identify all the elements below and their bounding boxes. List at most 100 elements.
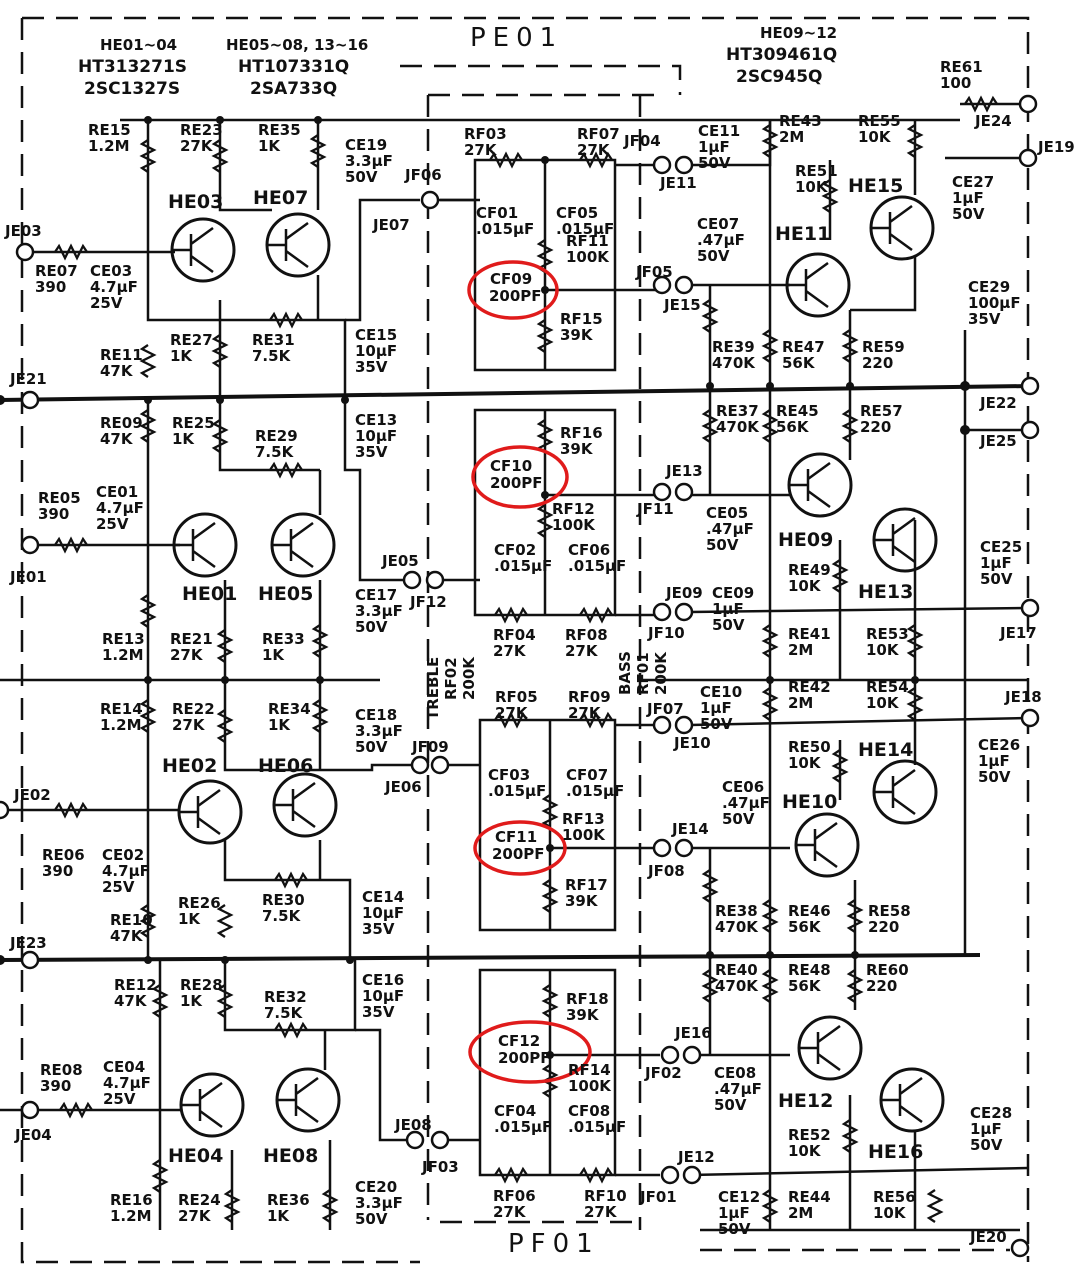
component-label: RE06 bbox=[42, 846, 85, 864]
component-label: RF17 bbox=[565, 876, 608, 894]
component-label: CE16 bbox=[362, 971, 404, 989]
component-label: 390 bbox=[35, 278, 66, 296]
component-label: 1K bbox=[268, 716, 291, 734]
component-label: JF03 bbox=[421, 1158, 459, 1176]
jack-label: JE25 bbox=[979, 432, 1017, 450]
component-label: JE07 bbox=[372, 216, 410, 234]
component-label: 3.3μF bbox=[355, 602, 403, 620]
component-label: RE21 bbox=[170, 630, 213, 648]
resistor-symbols bbox=[54, 95, 998, 1223]
jack-label: JE20 bbox=[969, 1228, 1007, 1246]
component-label: 50V bbox=[698, 154, 731, 172]
component-label: RE45 bbox=[776, 402, 819, 420]
component-label: RE51 bbox=[795, 162, 838, 180]
component-label: RE05 bbox=[38, 489, 81, 507]
component-label: CF04 bbox=[494, 1102, 536, 1120]
jack-label: JE19 bbox=[1037, 138, 1075, 156]
jack-label: JE22 bbox=[979, 394, 1017, 412]
jack-label: JE17 bbox=[999, 624, 1037, 642]
component-label: 27K bbox=[180, 137, 214, 155]
component-label: 100μF bbox=[968, 294, 1021, 312]
component-label: RE31 bbox=[252, 331, 295, 349]
component-label: JE08 bbox=[394, 1116, 432, 1134]
transistor-symbol-he12 bbox=[797, 1015, 863, 1081]
component-label: CE26 bbox=[978, 736, 1020, 754]
component-label: RF03 bbox=[464, 125, 507, 143]
component-label: 470K bbox=[716, 418, 760, 436]
component-label: 390 bbox=[42, 862, 73, 880]
component-label: 10K bbox=[866, 694, 900, 712]
transistor-symbol-he02 bbox=[177, 779, 243, 845]
component-label: 4.7μF bbox=[96, 499, 144, 517]
component-label: 1K bbox=[170, 347, 193, 365]
treble-ref: RF02 bbox=[442, 657, 460, 700]
component-label: 47K bbox=[110, 927, 144, 945]
header-type: 2SC1327S bbox=[84, 79, 180, 99]
component-label: 1K bbox=[258, 137, 281, 155]
header-type: 2SA733Q bbox=[250, 79, 337, 99]
transistor-symbol-he14 bbox=[872, 759, 938, 825]
component-label: .015μF bbox=[476, 220, 534, 238]
component-label: 1.2M bbox=[110, 1207, 152, 1225]
capacitor-ref: CF11 bbox=[495, 828, 537, 846]
component-label: RE16 bbox=[110, 1191, 153, 1209]
header-group-2: HE05~08, 13~16 HT107331Q 2SA733Q bbox=[226, 36, 368, 99]
component-label: 100K bbox=[552, 516, 596, 534]
component-label: JE11 bbox=[659, 174, 697, 192]
component-label: CE01 bbox=[96, 483, 138, 501]
tone-component-labels: RF0327KRF0727KCF01.015μFCF05.015μFRF1110… bbox=[464, 125, 627, 1221]
transistor-label: HE09 bbox=[778, 529, 833, 551]
component-label: 390 bbox=[38, 505, 69, 523]
component-label: RE55 bbox=[858, 112, 901, 130]
component-label: 10K bbox=[788, 754, 822, 772]
jack-label: JE01 bbox=[9, 568, 47, 586]
component-label: RF12 bbox=[552, 500, 595, 518]
component-label: RE43 bbox=[779, 112, 822, 130]
component-label: 1μF bbox=[698, 138, 730, 156]
component-label: .015μF bbox=[566, 782, 624, 800]
component-label: 50V bbox=[706, 536, 739, 554]
component-label: 35V bbox=[362, 920, 395, 938]
component-label: .015μF bbox=[568, 1118, 626, 1136]
component-label: RE28 bbox=[180, 976, 223, 994]
component-label: 1μF bbox=[980, 554, 1012, 572]
component-label: 50V bbox=[952, 205, 985, 223]
transistor-label: HE04 bbox=[168, 1145, 223, 1167]
component-label: 7.5K bbox=[262, 907, 302, 925]
component-label: CE04 bbox=[103, 1058, 145, 1076]
component-label: RE15 bbox=[88, 121, 131, 139]
transistor-symbol-he06 bbox=[272, 772, 338, 838]
component-label: RE41 bbox=[788, 625, 831, 643]
component-label: RF10 bbox=[584, 1187, 627, 1205]
component-label: 27K bbox=[495, 704, 529, 722]
bass-label: BASS bbox=[616, 651, 634, 695]
transistor-label: HE13 bbox=[858, 581, 913, 603]
component-label: RE08 bbox=[40, 1061, 83, 1079]
component-label: 2M bbox=[788, 1204, 813, 1222]
component-label: JF04 bbox=[623, 132, 661, 150]
component-label: JF12 bbox=[409, 593, 447, 611]
component-label: JF06 bbox=[404, 166, 442, 184]
component-label: 470K bbox=[712, 354, 756, 372]
component-label: 50V bbox=[355, 618, 388, 636]
transistor-label: HE16 bbox=[868, 1141, 923, 1163]
jack-label: JE02 bbox=[13, 786, 51, 804]
transistor-symbol-he16 bbox=[879, 1067, 945, 1133]
component-label: 10K bbox=[788, 577, 822, 595]
component-label: RF18 bbox=[566, 990, 609, 1008]
component-label: RE23 bbox=[180, 121, 223, 139]
component-label: RE58 bbox=[868, 902, 911, 920]
transistor-symbol-he11 bbox=[785, 252, 851, 318]
component-label: JE06 bbox=[384, 778, 422, 796]
component-label: 10K bbox=[858, 128, 892, 146]
component-label: 1.2M bbox=[88, 137, 130, 155]
component-label: JE16 bbox=[674, 1024, 712, 1042]
component-label: 470K bbox=[715, 977, 759, 995]
component-label: RE39 bbox=[712, 338, 755, 356]
right-wiring bbox=[640, 120, 1029, 1232]
component-label: CF06 bbox=[568, 541, 610, 559]
header-group-1: HE01~04 HT313271S 2SC1327S bbox=[78, 36, 187, 99]
component-label: JE14 bbox=[671, 820, 709, 838]
component-label: 100K bbox=[562, 826, 606, 844]
component-label: RF07 bbox=[577, 125, 620, 143]
